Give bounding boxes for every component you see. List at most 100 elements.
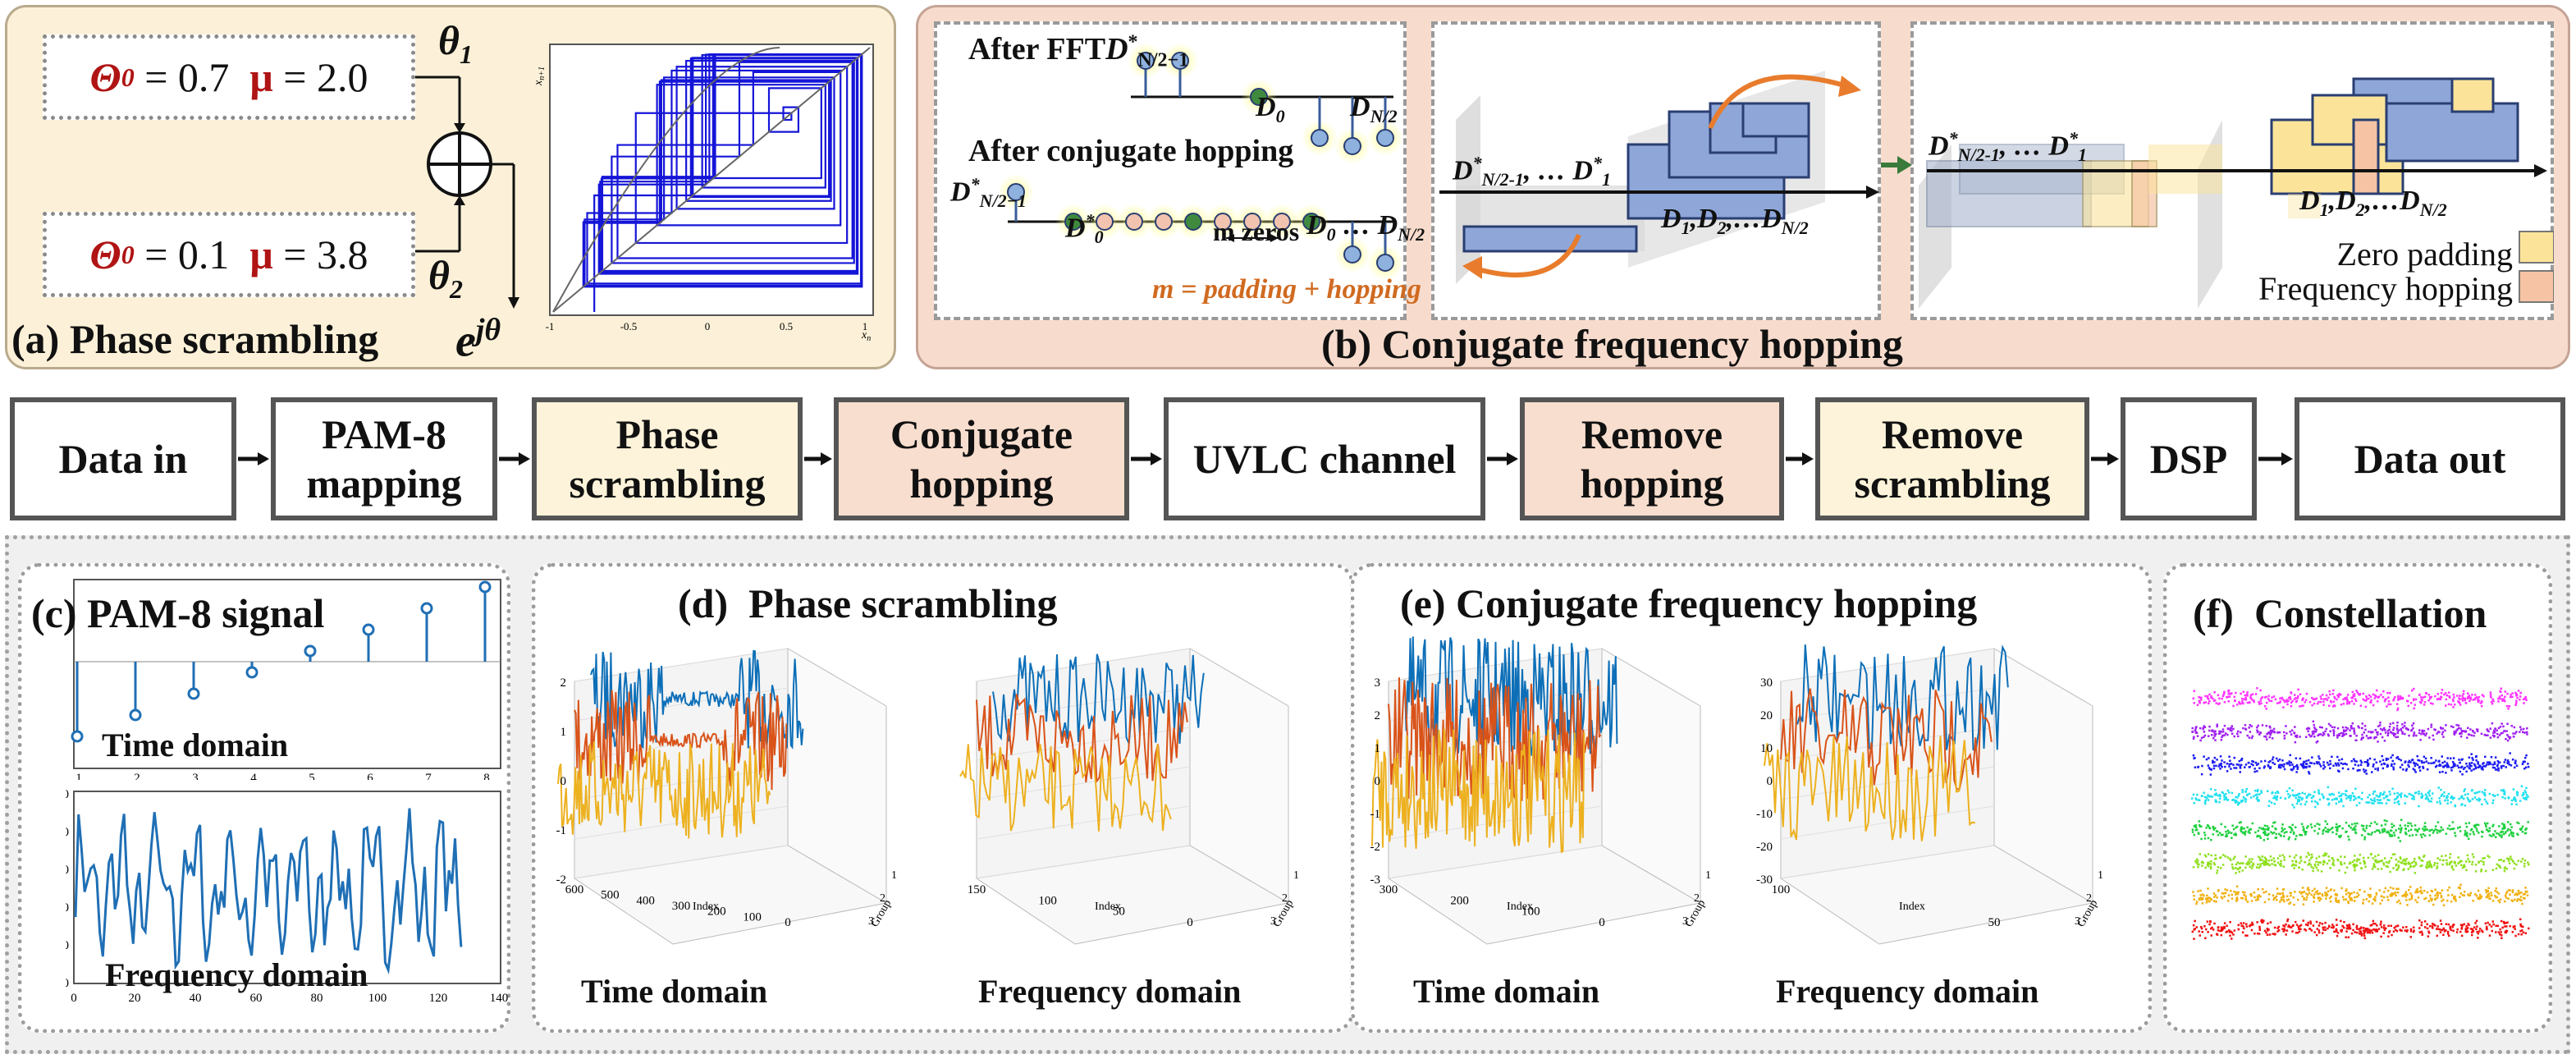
stem-marker: [1376, 129, 1394, 147]
stem-marker: [1137, 52, 1155, 70]
svg-text:-2: -2: [556, 873, 567, 887]
stem-marker: [1096, 213, 1114, 231]
series-line: [992, 653, 1205, 745]
legend-swatch-zero-padding: [2519, 231, 2554, 264]
flow-step-uvlc-channel: UVLC channel: [1164, 397, 1485, 520]
stem-marker: [1125, 213, 1143, 231]
stem-marker: [1007, 183, 1025, 201]
panel-c-caption: (c) PAM-8 signal: [31, 590, 325, 636]
d0-star-label: D*0: [1065, 210, 1104, 248]
mid-right-label: D1,D2,…DN/2: [1661, 204, 1809, 238]
after-hopping-label: After conjugate hopping: [968, 134, 1294, 168]
svg-text:1: 1: [75, 772, 82, 780]
svg-text:1: 1: [560, 726, 567, 739]
svg-text:80: 80: [66, 826, 69, 839]
svg-text:-1: -1: [556, 824, 567, 837]
stem-marker: [1250, 88, 1268, 106]
svg-text:8: 8: [483, 772, 490, 780]
flow-step-pam-8-mapping: PAM-8 mapping: [271, 397, 497, 520]
mu-symbol-2: μ: [249, 232, 273, 277]
series-line: [574, 690, 788, 791]
svg-text:4: 4: [250, 772, 257, 780]
svg-text:0: 0: [785, 916, 791, 929]
flow-arrow: [499, 451, 530, 467]
svg-text:30: 30: [1760, 676, 1773, 690]
series-line: [959, 744, 1172, 832]
svg-text:3: 3: [1682, 915, 1688, 928]
theta0-value-1: = 0.7: [144, 54, 230, 100]
phase-adder-diagram: [415, 76, 519, 309]
d0-top-label: D0: [1256, 92, 1285, 126]
panel-d-freq-label: Frequency domain: [978, 973, 1242, 1010]
panel-b-caption: (b) Conjugate frequency hopping: [1321, 321, 1903, 367]
cobweb-tick: 1: [862, 320, 868, 332]
mu-value-1: = 2.0: [283, 54, 368, 100]
panel-e-freq-label: Frequency domain: [1776, 973, 2039, 1010]
svg-text:300: 300: [672, 900, 691, 913]
hopping-blocks-mid: [1439, 71, 1879, 284]
flow-arrow: [238, 451, 269, 467]
cobweb-tick: 0.5: [780, 320, 793, 332]
svg-text:60: 60: [250, 992, 263, 1005]
stem-marker: [1302, 213, 1320, 231]
svg-text:300: 300: [1380, 883, 1398, 896]
flow-step-conjugate-hopping: Conjugate hopping: [834, 397, 1129, 520]
svg-text:100: 100: [1038, 894, 1057, 907]
mu-symbol-1: μ: [249, 54, 273, 100]
svg-text:0: 0: [1599, 916, 1605, 929]
series-line: [1371, 728, 1585, 854]
d0-bot-label: D0 … DN/2: [1306, 210, 1425, 245]
svg-text:0: 0: [1187, 916, 1193, 929]
svg-text:3: 3: [1375, 676, 1381, 690]
svg-text:400: 400: [636, 894, 655, 907]
hopping-stem-diagram: [998, 43, 1403, 281]
svg-text:80: 80: [311, 992, 323, 1005]
svg-text:50: 50: [1988, 916, 2001, 929]
freq-signal-line: [74, 808, 463, 975]
svg-text:100: 100: [743, 910, 762, 924]
svg-text:3: 3: [868, 915, 874, 928]
svg-text:-3: -3: [1370, 873, 1381, 887]
svg-text:100: 100: [66, 788, 69, 801]
legend-frequency-hopping: Frequency hopping: [2258, 270, 2513, 307]
cobweb-tick: 0: [705, 320, 711, 332]
flow-step-data-in: Data in: [10, 397, 236, 520]
svg-text:7: 7: [425, 772, 432, 780]
legend-swatch-frequency-hopping: [2519, 270, 2554, 303]
flow-arrow: [2258, 451, 2293, 467]
svg-text:2: 2: [2086, 892, 2092, 905]
theta0-sub-2: 0: [121, 239, 135, 269]
plot-y-label: xn+1: [533, 66, 547, 86]
svg-text:-2: -2: [1370, 841, 1381, 854]
stem-marker: [1214, 213, 1232, 231]
svg-text:0: 0: [66, 977, 69, 990]
stem-marker: [1064, 213, 1082, 231]
svg-text:Index: Index: [1507, 901, 1533, 913]
svg-text:150: 150: [968, 883, 986, 896]
svg-text:20: 20: [66, 939, 69, 952]
pam8-freq-plot: 020406080100120140100806040200: [66, 788, 509, 1005]
flow-step-remove-hopping: Remove hopping: [1520, 397, 1784, 520]
svg-text:3: 3: [2075, 915, 2080, 928]
svg-text:2: 2: [880, 892, 885, 905]
plot-x-label: xn: [861, 329, 871, 343]
stem-marker: [1376, 254, 1394, 272]
flow-arrow: [1786, 451, 1814, 467]
svg-text:0: 0: [71, 992, 77, 1005]
svg-text:Index: Index: [693, 901, 719, 913]
flow-arrow: [2091, 451, 2119, 467]
series-line: [590, 649, 804, 750]
green-arrow: [1881, 156, 1912, 174]
pam8-stem: [304, 644, 317, 658]
svg-text:1: 1: [2098, 869, 2103, 882]
panel-f-caption: (f) Constellation: [2193, 590, 2487, 636]
constellation-plot: [2191, 687, 2530, 940]
svg-text:60: 60: [66, 864, 69, 877]
svg-text:140: 140: [490, 992, 509, 1005]
svg-text:-20: -20: [1756, 841, 1773, 854]
series-line: [557, 741, 771, 839]
svg-text:1: 1: [891, 869, 897, 882]
